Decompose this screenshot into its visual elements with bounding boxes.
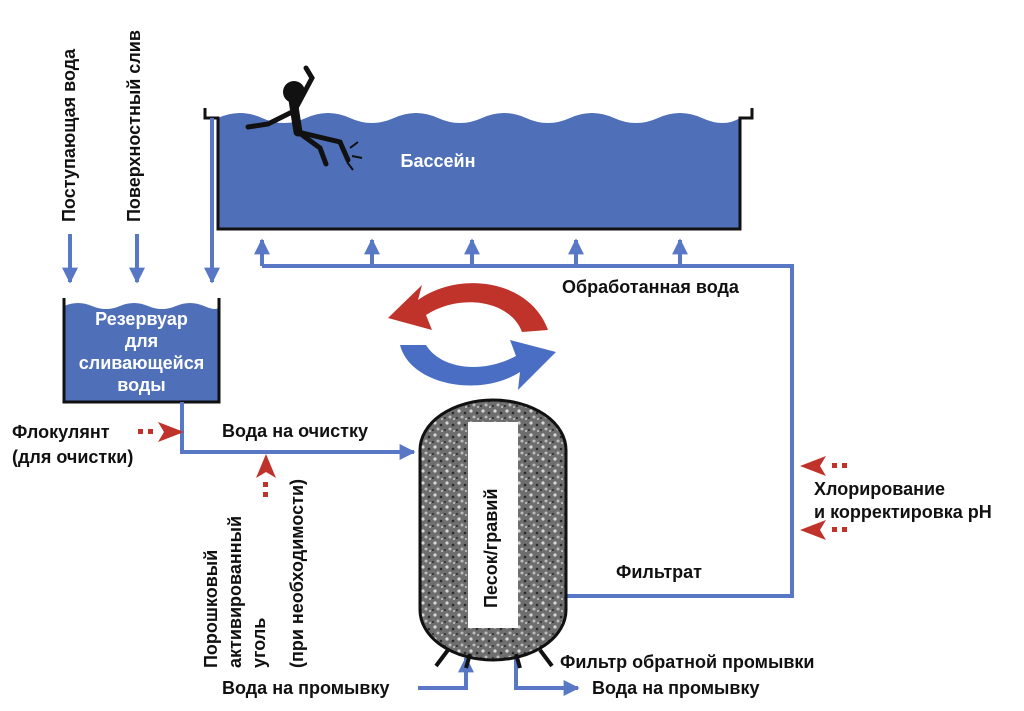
surface-drain-label: Поверхностный слив xyxy=(124,30,144,222)
backwash-out-label: Вода на промывку xyxy=(592,678,760,698)
circulation-arrows xyxy=(388,283,556,390)
reservoir-label-line-3: сливающейся xyxy=(78,353,205,373)
flocculant-label-line-1: Флокулянт xyxy=(12,422,110,442)
flocculant-label-line-2: (для очистки) xyxy=(12,447,134,467)
filtrate-label: Фильтрат xyxy=(616,562,702,582)
reservoir-label-line-2: для xyxy=(124,331,159,351)
pool-basin xyxy=(203,108,754,231)
swimmer-figure xyxy=(245,65,363,171)
chlorination-label-line-2: и корректировка pH xyxy=(814,502,992,522)
chlorination-label-line-1: Хлорирование xyxy=(814,479,946,499)
backwash-in-label: Вода на промывку xyxy=(222,678,390,698)
backwash-filter-label: Фильтр обратной промывки xyxy=(560,652,815,672)
reservoir-label-line-4: воды xyxy=(117,375,166,395)
flocculant-dose-arrow xyxy=(138,422,184,442)
pac-label-line-2: активированный xyxy=(225,515,245,668)
sand-gravel-label: Песок/гравий xyxy=(481,488,501,608)
reservoir-label-line-1: Резервуар xyxy=(95,309,188,329)
pac-label-line-4: (при необходимости) xyxy=(287,478,307,668)
pipe-network xyxy=(62,118,794,696)
pac-label-line-1: Порошковый xyxy=(201,549,221,668)
reservoir-tank xyxy=(62,298,221,404)
pool-label: Бассейн xyxy=(400,151,476,171)
pac-dose-arrow xyxy=(256,454,276,497)
incoming-water-label: Поступающая вода xyxy=(59,48,79,222)
water-to-treatment-label: Вода на очистку xyxy=(222,421,368,441)
treated-water-label: Обработанная вода xyxy=(562,277,739,297)
chlorination-dose-arrows xyxy=(800,456,847,540)
pac-label-line-3: уголь xyxy=(249,617,269,668)
sand-filter-vessel xyxy=(418,398,568,669)
